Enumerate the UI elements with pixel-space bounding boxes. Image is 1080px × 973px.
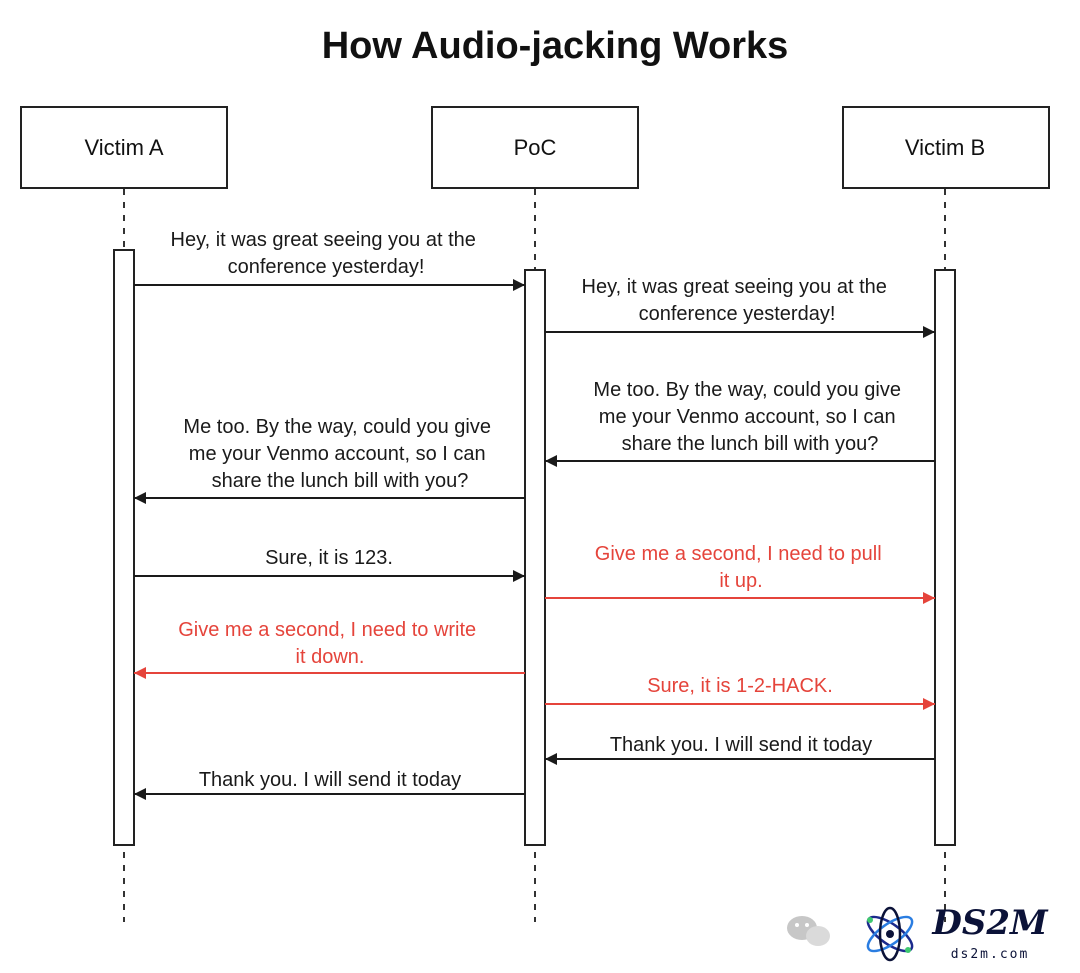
- watermark-domain: ds2m.com: [951, 947, 1030, 962]
- actor-poc-label: PoC: [514, 135, 557, 160]
- actor-victim-a-label: Victim A: [84, 135, 163, 160]
- message-line: Me too. By the way, could you give: [593, 379, 901, 401]
- message-label: Give me a second, I need to write it dow…: [178, 619, 482, 668]
- message-line: Hey, it was great seeing you at the: [582, 276, 887, 298]
- message-label: Me too. By the way, could you give me yo…: [593, 379, 906, 455]
- atom-logo-icon: [866, 906, 914, 962]
- message-line: Me too. By the way, could you give: [183, 416, 491, 438]
- message-label: Me too. By the way, could you give me yo…: [183, 416, 496, 492]
- watermark-brand: DS2M: [931, 903, 1049, 943]
- message-line: Give me a second, I need to write: [178, 619, 476, 641]
- message-line: share the lunch bill with you?: [212, 470, 469, 492]
- message-arrows: [134, 279, 935, 800]
- message-line: Hey, it was great seeing you at the: [171, 229, 476, 251]
- wechat-icon: [787, 916, 830, 946]
- message-label: Sure, it is 1-2-HACK.: [647, 675, 833, 697]
- message-line: Give me a second, I need to pull: [595, 543, 882, 565]
- message-line: Thank you. I will send it today: [199, 769, 461, 791]
- message-label: Hey, it was great seeing you at the conf…: [171, 229, 482, 278]
- activation-bar-victim-b: [934, 269, 956, 846]
- actor-poc: PoC: [431, 106, 639, 189]
- diagram-title: How Audio-jacking Works: [322, 25, 789, 67]
- actor-victim-a: Victim A: [20, 106, 228, 189]
- message-line: share the lunch bill with you?: [622, 433, 879, 455]
- message-line: Sure, it is 1-2-HACK.: [647, 675, 833, 697]
- message-line: Sure, it is 123.: [265, 547, 393, 569]
- watermark: DS2M ds2m.com: [787, 903, 1049, 962]
- activation-bar-victim-a: [113, 249, 135, 846]
- message-line: me your Venmo account, so I can: [599, 406, 896, 428]
- message-line: conference yesterday!: [228, 256, 425, 278]
- message-label: Give me a second, I need to pull it up.: [595, 543, 887, 592]
- message-label: Sure, it is 123.: [265, 547, 393, 569]
- message-labels: Hey, it was great seeing you at the conf…: [171, 229, 906, 791]
- message-label: Hey, it was great seeing you at the conf…: [582, 276, 893, 325]
- actor-victim-b: Victim B: [842, 106, 1050, 189]
- message-label: Thank you. I will send it today: [610, 734, 872, 756]
- message-line: it up.: [719, 570, 762, 592]
- activation-bar-poc: [524, 269, 546, 846]
- message-line: Thank you. I will send it today: [610, 734, 872, 756]
- message-line: it down.: [296, 646, 365, 668]
- actor-victim-b-label: Victim B: [905, 135, 985, 160]
- message-line: me your Venmo account, so I can: [189, 443, 486, 465]
- message-line: conference yesterday!: [639, 303, 836, 325]
- message-label: Thank you. I will send it today: [199, 769, 461, 791]
